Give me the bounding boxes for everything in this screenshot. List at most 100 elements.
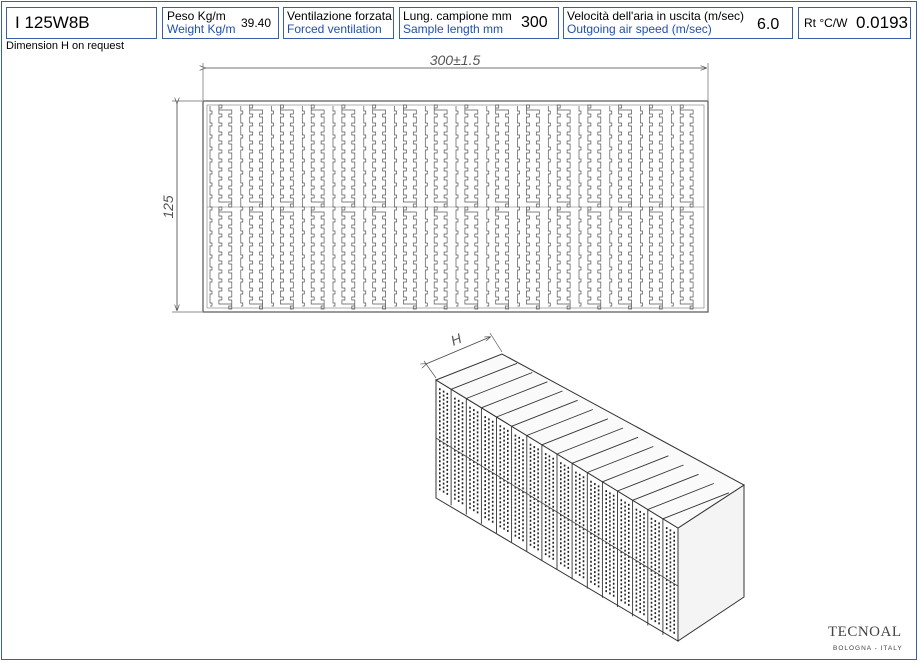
airspeed-box: Velocità dell'aria in uscita (m/sec) Out… <box>563 7 793 39</box>
front-fin-slot-upper <box>433 104 448 208</box>
iso-fin-midline <box>632 557 649 568</box>
front-fin-slot-lower <box>249 206 263 310</box>
logo-brand: TECNOAL <box>828 624 902 640</box>
iso-fin-midline <box>435 437 452 448</box>
iso-fin-top-edge <box>571 436 639 464</box>
front-fin-slot-lower <box>649 206 663 310</box>
iso-fin-midline <box>587 530 603 541</box>
front-fin-slot-lower <box>679 206 694 310</box>
iso-fin-top-edge <box>662 492 730 520</box>
front-fin-slot-upper <box>280 104 294 208</box>
iso-fin-midline <box>617 548 633 559</box>
front-fin-slot-upper <box>464 104 479 208</box>
front-fin-wall <box>424 106 428 307</box>
front-fin-slot-upper <box>341 104 356 208</box>
front-fin-slot-upper <box>587 104 602 208</box>
front-fin-wall <box>609 106 613 307</box>
front-view-inner-outline <box>206 104 705 309</box>
h-extension-left <box>423 360 437 379</box>
front-fin-slot-lower <box>341 206 356 310</box>
front-fin-slot-lower <box>556 206 571 310</box>
iso-fin-midline <box>481 465 497 476</box>
length-label-it: Lung. campione mm <box>403 9 512 23</box>
ventilation-box: Ventilazione forzata Forced ventilation <box>283 7 394 39</box>
weight-label-it: Peso Kg/m <box>167 9 226 23</box>
iso-fin-top-edge <box>602 455 669 483</box>
iso-fin-midline <box>541 502 558 513</box>
iso-fin-top-edge <box>647 483 714 510</box>
front-fin-slot-upper <box>649 104 663 208</box>
front-fin-wall <box>670 106 674 307</box>
rt-value: 0.0193 <box>856 13 908 32</box>
airspeed-label-it: Velocità dell'aria in uscita (m/sec) <box>567 9 745 23</box>
length-value: 300 <box>521 14 548 31</box>
iso-fin-midline <box>450 446 467 457</box>
front-fin-slot-lower <box>403 206 417 310</box>
front-fin-slot-upper <box>679 104 694 208</box>
iso-fin-midline <box>526 493 543 504</box>
iso-fin-midline <box>571 520 588 531</box>
iso-fin-midline <box>556 511 573 522</box>
iso-fin-top-edge <box>632 473 699 501</box>
front-fin-wall <box>332 106 336 307</box>
front-fin-slot-lower <box>495 206 509 310</box>
ventilation-label-en: Forced ventilation <box>287 22 382 36</box>
logo-subtitle: BOLOGNA - ITALY <box>833 645 903 652</box>
front-fin-slot-lower <box>618 206 632 310</box>
h-dimension-line <box>426 337 490 364</box>
iso-fin-top-edge <box>450 362 518 390</box>
front-fin-wall <box>640 106 643 307</box>
iso-fin-midline <box>496 474 512 485</box>
iso-fin-midline <box>662 576 679 587</box>
tecnoal-logo: TECNOAL BOLOGNA - ITALY <box>828 624 903 652</box>
iso-fin-midline <box>602 539 618 550</box>
h-extension-right <box>489 332 503 353</box>
iso-fin-top-edge <box>496 390 563 418</box>
front-fin-slot-upper <box>372 104 386 208</box>
front-fin-slot-lower <box>526 206 540 310</box>
ventilation-label-it: Ventilazione forzata <box>287 9 392 23</box>
weight-box: Peso Kg/m Weight Kg/m 39.40 <box>162 7 279 39</box>
front-fin-wall <box>517 106 520 307</box>
front-fin-slot-lower <box>587 206 602 310</box>
iso-fin-top-edge <box>526 409 593 436</box>
front-fin-slot-lower <box>310 206 325 310</box>
iso-fin-top-edge <box>511 399 578 427</box>
front-fin-slot-upper <box>556 104 571 208</box>
height-dimension-label: 125 <box>160 195 176 219</box>
front-fin-slot-upper <box>310 104 325 208</box>
length-box: Lung. campione mm Sample length mm 300 <box>399 7 559 39</box>
front-fin-slot-upper <box>526 104 540 208</box>
product-code: I 125W8B <box>15 13 90 32</box>
front-fin-wall <box>301 106 305 307</box>
iso-fin-midline <box>466 456 482 467</box>
front-view-fins <box>209 104 694 310</box>
front-fin-wall <box>363 106 367 307</box>
front-fin-slot-upper <box>495 104 509 208</box>
front-fin-slot-lower <box>433 206 448 310</box>
front-fin-slot-lower <box>464 206 479 310</box>
front-fin-wall <box>578 106 582 307</box>
width-dimension-label: 300±1.5 <box>430 52 481 68</box>
front-fin-wall <box>394 106 397 307</box>
front-fin-wall <box>240 106 244 307</box>
iso-fin-top-edge <box>587 446 654 473</box>
iso-fin-midline <box>511 483 528 494</box>
iso-fin-top-edge <box>481 381 548 409</box>
airspeed-label-en: Outgoing air speed (m/sec) <box>567 22 712 36</box>
iso-top-fins <box>450 362 730 520</box>
iso-fin-top-edge <box>541 418 609 446</box>
front-fin-wall <box>547 106 551 307</box>
weight-value: 39.40 <box>241 16 272 30</box>
isometric-view <box>434 353 745 642</box>
weight-label-en: Weight Kg/m <box>167 22 236 36</box>
iso-fin-top-edge <box>556 427 624 455</box>
front-fin-wall <box>486 106 490 307</box>
front-fin-slot-upper <box>403 104 417 208</box>
iso-front-fins <box>435 388 679 636</box>
dimension-note: Dimension H on request <box>6 40 125 52</box>
front-fin-slot-upper <box>218 104 233 208</box>
airspeed-value: 6.0 <box>757 16 780 33</box>
rt-label: Rt °C/W <box>804 16 848 30</box>
front-fin-slot-lower <box>218 206 233 310</box>
